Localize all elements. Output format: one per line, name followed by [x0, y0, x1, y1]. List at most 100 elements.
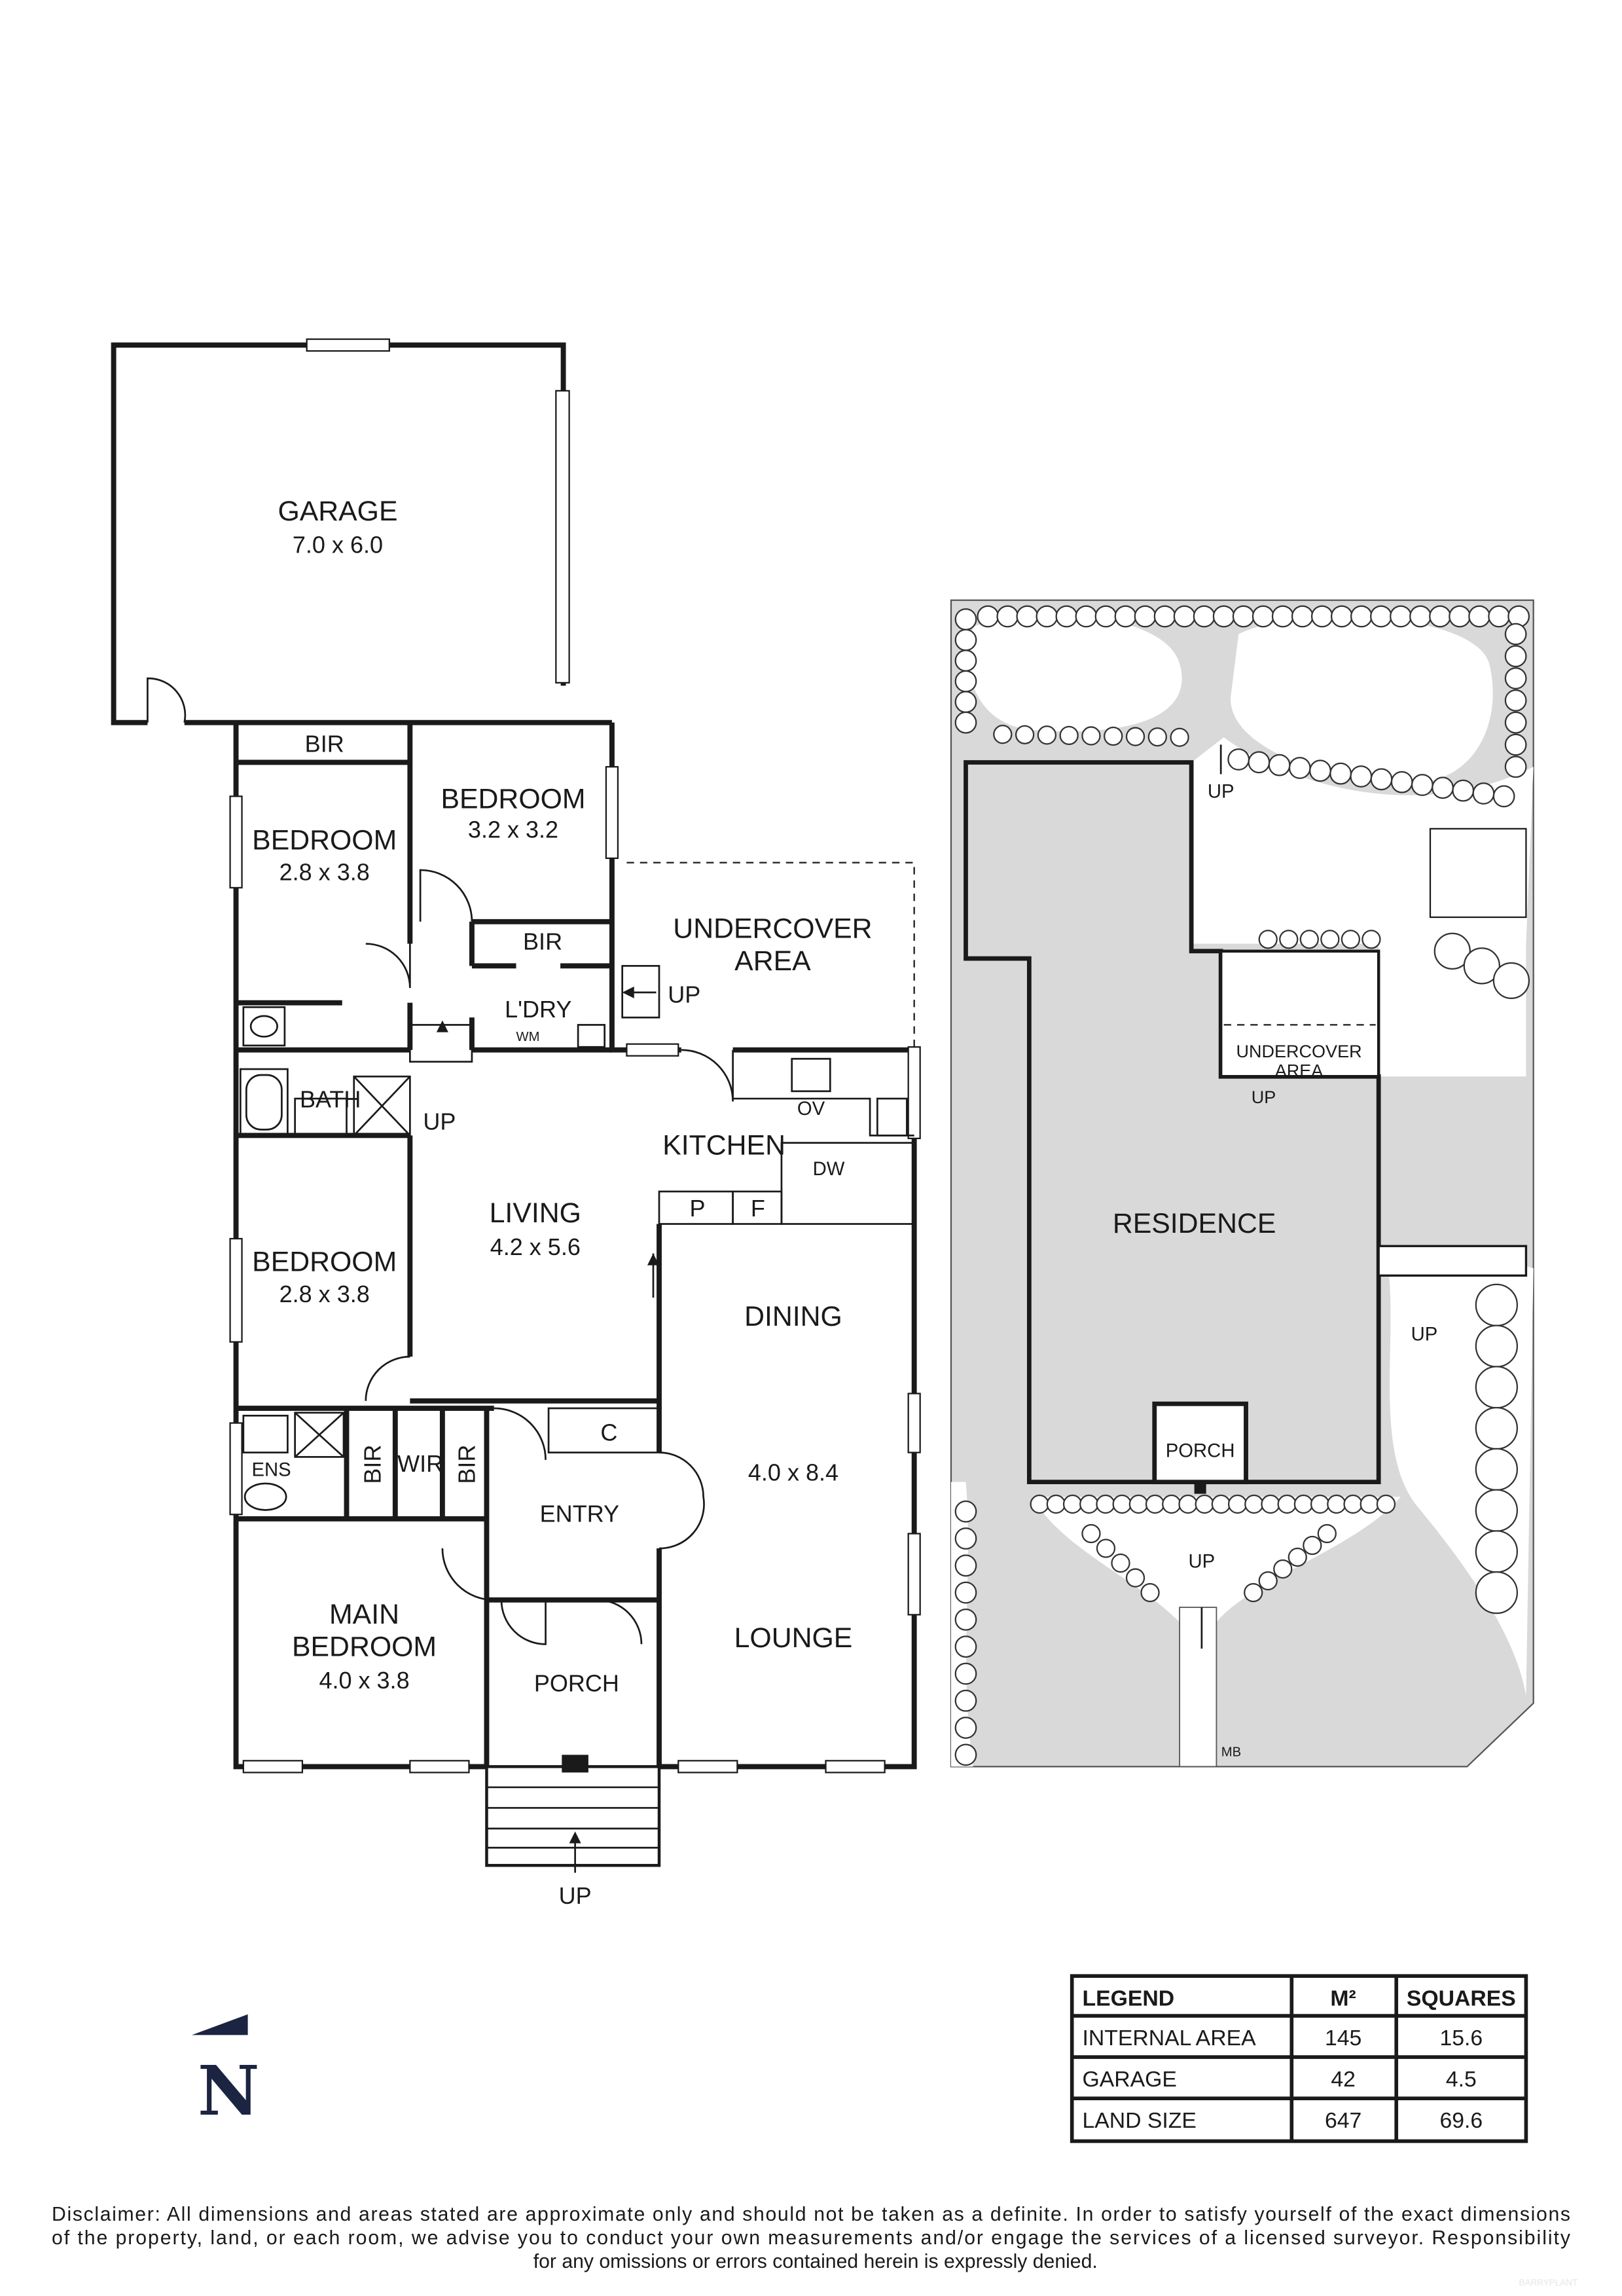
tree-icon [954, 1689, 977, 1712]
tree-icon [1134, 605, 1157, 628]
legend-header-m2: M² [1330, 1986, 1356, 2011]
tree-icon [1350, 605, 1373, 628]
tree-icon [1258, 930, 1278, 949]
tree-icon [1258, 1571, 1278, 1591]
tree-icon [954, 1554, 977, 1577]
tree-icon [1475, 1406, 1519, 1450]
tree-icon [1037, 725, 1057, 745]
legend-header-label: LEGEND [1082, 1986, 1174, 2011]
tree-icon [1360, 1494, 1379, 1514]
tree-icon [1291, 605, 1314, 628]
tree-icon [1475, 1366, 1519, 1409]
legend-row-squares: 4.5 [1446, 2067, 1477, 2092]
bedroom-nw-dims: 2.8 x 3.8 [279, 859, 370, 886]
tree-icon [954, 1527, 977, 1550]
tree-icon [1329, 762, 1352, 785]
tree-icon [1504, 689, 1527, 712]
tree-icon [1504, 733, 1527, 756]
tree-icon [1252, 605, 1274, 628]
garage-label: GARAGE [278, 496, 397, 527]
tree-icon [954, 1743, 977, 1766]
tree-icon [1370, 768, 1393, 791]
legend-header-squares: SQUARES [1407, 1986, 1516, 2011]
main-bedroom-dims: 4.0 x 3.8 [319, 1667, 409, 1694]
tree-icon [954, 1609, 977, 1631]
tree-icon [1341, 930, 1361, 949]
tree-icon [1432, 776, 1454, 799]
tree-icon [1030, 1494, 1049, 1514]
living-label: LIVING [490, 1197, 581, 1229]
tree-icon [1504, 711, 1527, 734]
tree-icon [1094, 605, 1117, 628]
wir-label: WIR [397, 1450, 443, 1477]
tree-icon [1390, 605, 1412, 628]
tree-icon [1211, 1494, 1231, 1514]
tree-icon [954, 1662, 977, 1685]
residence-label: RESIDENCE [1113, 1208, 1276, 1239]
tree-icon [1173, 605, 1196, 628]
tree-icon [1046, 1494, 1066, 1514]
laundry-label: L'DRY [505, 996, 571, 1023]
tree-icon [1475, 1530, 1519, 1573]
tree-icon [1212, 605, 1235, 628]
tree-icon [954, 629, 977, 651]
tree-icon [1317, 1523, 1337, 1544]
tree-icon [993, 725, 1013, 744]
bir-top-label: BIR [305, 731, 344, 757]
site-undercover-label-1: UNDERCOVER [1236, 1042, 1361, 1061]
tree-icon [1277, 1494, 1297, 1514]
tree-icon [1350, 765, 1373, 788]
site-plan: RESIDENCE UNDERCOVER AREA UP PORCH UP UP… [950, 599, 1534, 1768]
entry-label: ENTRY [540, 1500, 619, 1527]
legend-row-label: LAND SIZE [1082, 2108, 1197, 2133]
tree-icon [1475, 1489, 1519, 1532]
tree-icon [1178, 1494, 1198, 1514]
tree-icon [1279, 930, 1299, 949]
ensuite-label: ENS [252, 1459, 291, 1481]
tree-icon [1227, 1494, 1248, 1514]
tree-icon [1309, 759, 1331, 782]
tree-icon [1390, 771, 1413, 793]
tree-icon [1475, 1571, 1519, 1614]
site-up-rear-label: UP [1208, 781, 1235, 803]
washing-machine-label: WM [516, 1030, 540, 1044]
tree-icon [1244, 1494, 1264, 1514]
dining-label: DINING [744, 1301, 842, 1332]
tree-icon [1504, 667, 1527, 690]
tree-icon [1079, 1494, 1099, 1514]
floor-plan: GARAGE 7.0 x 6.0 BIR BEDROOM 2.8 x 3.8 B… [111, 338, 921, 1909]
tree-icon [1492, 785, 1515, 808]
disclaimer-line-1: Disclaimer: All dimensions and areas sta… [52, 2204, 1570, 2225]
tree-icon [1463, 947, 1501, 985]
tree-icon [1409, 605, 1432, 628]
tree-icon [1125, 1568, 1145, 1588]
tree-icon [1504, 623, 1527, 646]
dishwasher-label: DW [813, 1158, 845, 1180]
legend-row-label: INTERNAL AREA [1082, 2026, 1256, 2050]
tree-icon [1449, 605, 1471, 628]
pantry-label: P [690, 1195, 706, 1222]
tree-icon [1096, 1539, 1116, 1558]
tree-icon [1162, 1494, 1181, 1514]
tree-icon [1299, 930, 1319, 949]
tree-icon [1327, 1494, 1346, 1514]
tree-icon [1433, 932, 1471, 970]
tree-icon [1271, 605, 1294, 628]
bath-label: BATH [300, 1086, 361, 1113]
tree-icon [1114, 605, 1137, 628]
tree-icon [1128, 1494, 1148, 1514]
living-dims: 4.2 x 5.6 [490, 1233, 581, 1260]
bir-a-label: BIR [359, 1445, 386, 1484]
steps-up-label: UP [559, 1882, 592, 1909]
legend-row-m2: 647 [1325, 2108, 1361, 2133]
house-walls [229, 722, 921, 1774]
tree-icon [1468, 605, 1490, 628]
tree-icon [1452, 779, 1475, 802]
tree-icon [954, 1581, 977, 1604]
tree-icon [1475, 1324, 1519, 1368]
tree-icon [1343, 1494, 1363, 1514]
tree-icon [954, 1635, 977, 1658]
tree-icon [1153, 605, 1176, 628]
